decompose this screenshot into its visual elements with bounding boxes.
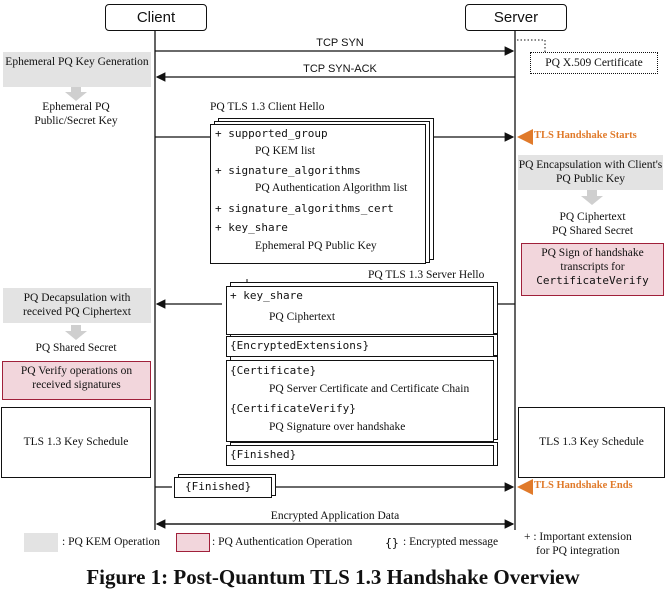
figure-caption: Figure 1: Post-Quantum TLS 1.3 Handshake…	[86, 565, 580, 589]
client-keypair-label: Ephemeral PQ Public/Secret Key	[34, 101, 118, 127]
server-ciphertext-line1: PQ Ciphertext	[559, 211, 626, 223]
server-sign-code: CertificateVerify	[536, 274, 649, 287]
server-ciphertext-label: PQ Ciphertext PQ Shared Secret	[530, 210, 655, 238]
sh-keyshare-box: + key_share PQ Ciphertext	[226, 286, 494, 335]
server-kem-encap: PQ Encapsulation with Client's PQ Public…	[518, 155, 663, 190]
sh-certificate-verify: {CertificateVerify}	[230, 402, 356, 415]
ch-auth-alg-list: PQ Authentication Algorithm list	[255, 182, 408, 194]
ch-key-share: + key_share	[215, 221, 288, 234]
client-finished: {Finished}	[185, 480, 252, 493]
client-hello-title: PQ TLS 1.3 Client Hello	[210, 101, 325, 113]
sh-cert-chain: PQ Server Certificate and Certificate Ch…	[269, 383, 470, 395]
sh-signature: PQ Signature over handshake	[269, 421, 406, 433]
handshake-start-label: TLS Handshake Starts	[534, 130, 637, 141]
server-header: Server	[465, 4, 567, 31]
server-ciphertext-line2: PQ Shared Secret	[551, 225, 634, 237]
server-label: Server	[493, 9, 539, 26]
cf-box: {Finished}	[174, 477, 272, 498]
certificate-box: PQ X.509 Certificate	[530, 52, 658, 74]
client-pq-verify: PQ Verify operations on received signatu…	[2, 361, 151, 400]
server-flow-arrow-1	[581, 190, 603, 205]
ch-kem-list: PQ KEM list	[255, 145, 316, 157]
tcp-syn-label: TCP SYN	[316, 37, 364, 49]
sh-ciphertext: PQ Ciphertext	[269, 311, 336, 323]
server-pq-sign: PQ Sign of handshake transcripts for Cer…	[521, 243, 664, 296]
legend-encrypted-symbol: {}	[385, 536, 399, 550]
client-kem-decap: PQ Decapsulation with received PQ Cipher…	[3, 288, 151, 323]
sh-finished-box: {Finished}	[226, 445, 494, 466]
ch-signature-algorithms: + signature_algorithms	[215, 164, 361, 177]
client-flow-arrow-2	[65, 325, 87, 340]
ch-ephemeral-pubkey: Ephemeral PQ Public Key	[255, 240, 377, 252]
sh-finished: {Finished}	[230, 448, 297, 461]
client-flow-arrow-1	[65, 86, 87, 101]
client-shared-secret: PQ Shared Secret	[35, 342, 117, 354]
legend-auth-swatch	[176, 533, 210, 552]
client-hello-box: + supported_group PQ KEM list + signatur…	[210, 124, 426, 264]
client-key-schedule: TLS 1.3 Key Schedule	[1, 407, 151, 478]
server-sign-line2: transcripts for	[560, 261, 625, 273]
legend-important-line2: for PQ integration	[536, 545, 620, 557]
sh-ee-box: {EncryptedExtensions}	[226, 336, 494, 357]
app-data-label: Encrypted Application Data	[270, 510, 400, 522]
sh-encrypted-extensions: {EncryptedExtensions}	[230, 339, 370, 352]
legend-kem-swatch	[24, 533, 58, 552]
tcp-syn-ack-label: TCP SYN-ACK	[303, 63, 377, 75]
legend-auth-label: : PQ Authentication Operation	[212, 536, 353, 548]
legend-encrypted-label: : Encrypted message	[403, 536, 499, 548]
client-kem-keygen: Ephemeral PQ Key Generation	[3, 52, 151, 87]
server-key-schedule: TLS 1.3 Key Schedule	[518, 407, 665, 478]
handshake-end-label: TLS Handshake Ends	[534, 480, 633, 491]
ch-signature-algorithms-cert: + signature_algorithms_cert	[215, 202, 394, 215]
server-sign-line1: PQ Sign of handshake	[541, 247, 644, 259]
sh-certificate: {Certificate}	[230, 364, 317, 377]
ch-supported-group: + supported_group	[215, 127, 328, 140]
client-header: Client	[105, 4, 207, 31]
legend-kem-label: : PQ KEM Operation	[62, 536, 161, 548]
sh-cert-box: {Certificate} PQ Server Certificate and …	[226, 360, 494, 442]
legend-important-line1: + : Important extension	[524, 531, 632, 543]
client-label: Client	[136, 9, 176, 26]
server-hello-title: PQ TLS 1.3 Server Hello	[368, 269, 485, 281]
legend-important: + : Important extension for PQ integrati…	[524, 530, 632, 558]
sh-key-share: + key_share	[230, 289, 303, 302]
